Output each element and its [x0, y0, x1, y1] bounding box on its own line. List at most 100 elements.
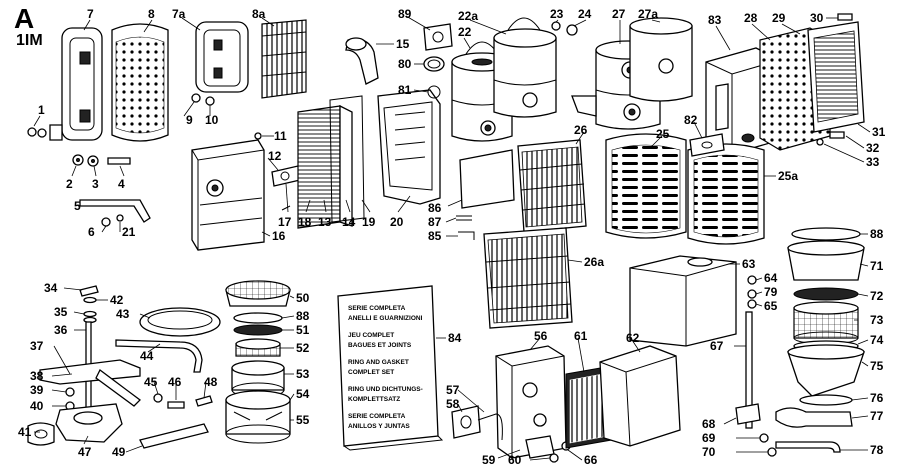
part-5-bracket: [79, 199, 151, 223]
part-50-cap: [225, 280, 291, 307]
part-8-perforated-cover: [111, 23, 169, 142]
kit-line-1: SERIE COMPLETA: [348, 305, 406, 312]
part-62-cover: [599, 345, 681, 447]
callout-44: 44: [140, 349, 154, 363]
callout-3: 3: [92, 177, 99, 191]
callout-14: 14: [342, 215, 356, 229]
part-61-pleated-element: [565, 365, 613, 449]
part-2-3-4-nuts-bolt: [72, 154, 131, 167]
callout-85: 85: [428, 229, 442, 243]
callout-8a: 8a: [252, 7, 266, 21]
callout-58: 58: [446, 397, 460, 411]
callout-40: 40: [30, 399, 44, 413]
callout-8: 8: [148, 7, 155, 21]
part-63-tank: [629, 255, 737, 347]
part-27-canister: [571, 40, 661, 130]
part-16-filter-box: [191, 139, 265, 251]
callout-24: 24: [578, 7, 592, 21]
part-68-69-70-hardware: [735, 403, 777, 457]
part-32-33-screws: [816, 131, 845, 146]
part-52-mesh-disc: [235, 338, 281, 357]
kit-line-6: COMPLET SET: [348, 369, 394, 376]
part-75-oil-bowl: [787, 344, 865, 397]
callout-41: 41: [18, 425, 32, 439]
part-86-plate: [459, 149, 515, 209]
callout-75: 75: [870, 359, 884, 373]
callout-20: 20: [390, 215, 404, 229]
callout-64: 64: [764, 271, 778, 285]
kit-line-4: BAGUES ET JOINTS: [348, 342, 412, 349]
part-30-screw: [837, 13, 853, 21]
callout-43: 43: [116, 307, 130, 321]
callout-9: 9: [186, 113, 193, 127]
callout-36: 36: [54, 323, 68, 337]
callout-35: 35: [54, 305, 68, 319]
part-20-filter-tray: [377, 89, 441, 205]
callout-23: 23: [550, 7, 564, 21]
part-67-rod: [745, 311, 753, 429]
callout-83: 83: [708, 13, 722, 27]
callout-5: 5: [74, 199, 81, 213]
callout-77: 77: [870, 409, 884, 423]
part-71-bowl-top: [787, 240, 865, 281]
callout-15: 15: [396, 37, 410, 51]
callout-67: 67: [710, 339, 724, 353]
callout-52: 52: [296, 341, 310, 355]
part-26-grid-cage: [517, 139, 587, 233]
callout-19: 19: [362, 215, 376, 229]
callout-11: 11: [274, 129, 287, 143]
callout-18: 18: [298, 215, 312, 229]
part-23-24-nuts: [551, 21, 578, 36]
part-7-filter-housing: [49, 27, 103, 141]
part-6-21-screws: [101, 214, 124, 227]
callout-6: 6: [88, 225, 95, 239]
part-80-cap: [423, 56, 445, 72]
callout-80: 80: [398, 57, 412, 71]
callout-55: 55: [296, 413, 310, 427]
part-53-cup: [231, 360, 285, 398]
kit-line-8: KOMPLETTSATZ: [348, 396, 400, 403]
callout-88-bottom: 88: [296, 309, 310, 323]
part-54-55-bowl: [225, 390, 291, 444]
callout-45: 45: [144, 375, 158, 389]
part-13-filter-element: [297, 104, 353, 229]
callout-61: 61: [574, 329, 588, 343]
kit-line-5: RING AND GASKET: [348, 359, 409, 366]
callout-65: 65: [764, 299, 778, 313]
callout-26: 26: [574, 123, 588, 137]
callout-25: 25: [656, 127, 670, 141]
callout-labels: 7 8 7a 8a 89 22a 23 24 27 27a 83 28 29 3…: [18, 7, 886, 467]
callout-69: 69: [702, 431, 716, 445]
callout-54: 54: [296, 387, 310, 401]
callout-89: 89: [398, 7, 412, 21]
callout-71: 71: [870, 259, 884, 273]
part-64-79-65-nuts: [747, 275, 757, 309]
callout-13: 13: [318, 215, 332, 229]
callout-39: 39: [30, 383, 44, 397]
model-code: 1IM: [16, 32, 43, 49]
part-8a-wire-cage: [261, 19, 307, 99]
callout-10: 10: [205, 113, 219, 127]
callout-42: 42: [110, 293, 124, 307]
callout-21: 21: [122, 225, 136, 239]
callout-63: 63: [742, 257, 756, 271]
part-59-60-66-hardware: [525, 435, 571, 463]
part-7a-housing-variant: [195, 21, 249, 93]
part-39-40-41-flange: [27, 387, 75, 446]
part-34-wing-nut: [79, 285, 99, 297]
callout-34: 34: [44, 281, 58, 295]
kit-line-10: ANILLOS Y JUNTAS: [348, 423, 410, 430]
callout-70: 70: [702, 445, 716, 459]
kit-line-9: SERIE COMPLETA: [348, 413, 406, 420]
callout-88-top: 88: [870, 227, 884, 241]
part-37-38-arm: [39, 359, 141, 407]
callout-53: 53: [296, 367, 310, 381]
part-89-gasket: [423, 23, 453, 51]
callout-4: 4: [118, 177, 125, 191]
callout-59: 59: [482, 453, 496, 467]
callout-47: 47: [78, 445, 92, 459]
part-22a-canister: [493, 17, 557, 118]
part-72-ring: [793, 287, 859, 301]
callout-46: 46: [168, 375, 182, 389]
